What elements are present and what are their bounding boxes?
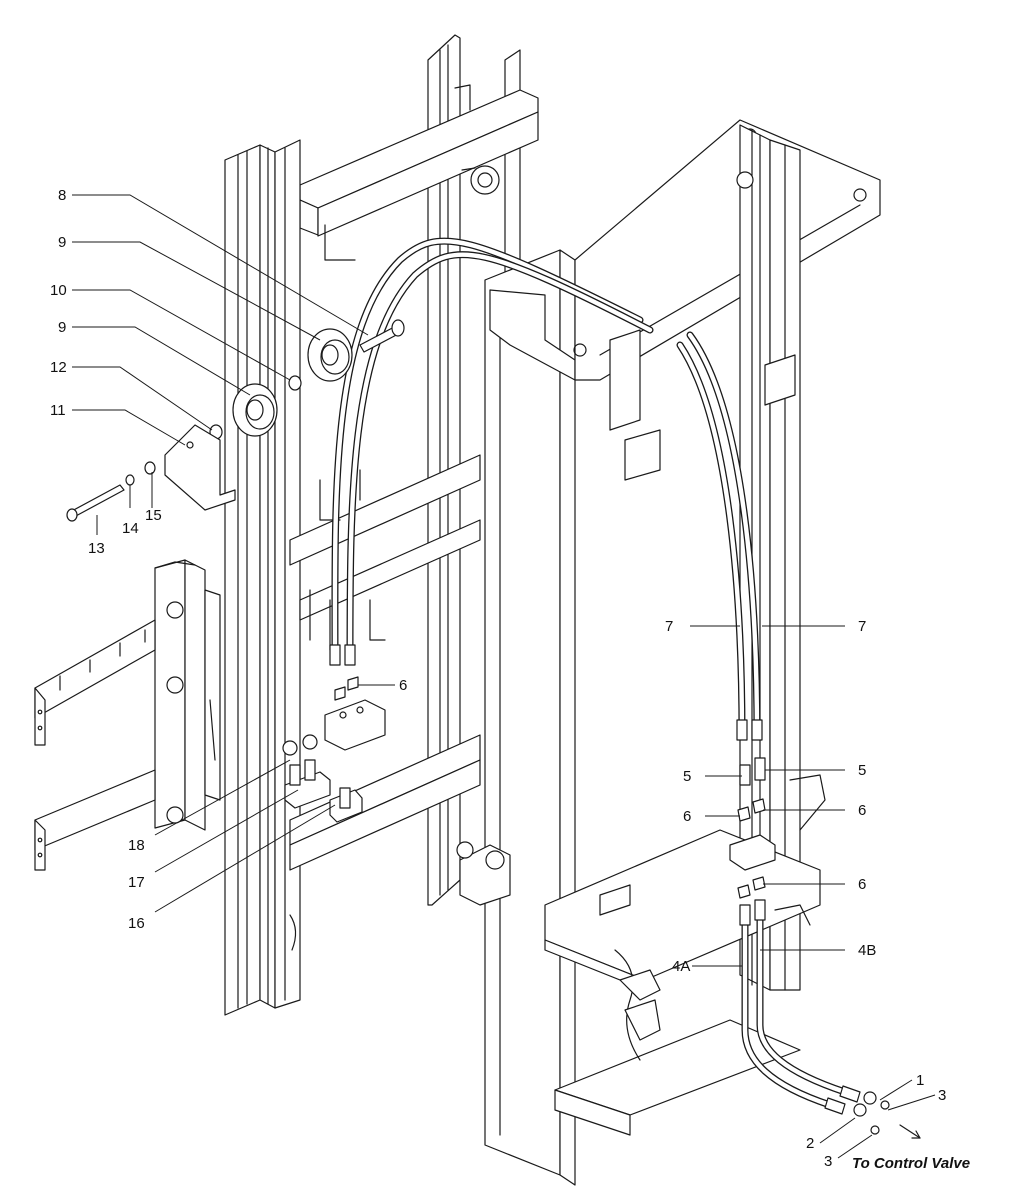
callout-6-low-right: 6 bbox=[858, 876, 866, 893]
outer-mast-left bbox=[224, 139, 301, 1016]
callout-7-left: 7 bbox=[665, 618, 673, 635]
sheave-assembly bbox=[66, 319, 405, 522]
spacer-ring bbox=[288, 375, 302, 391]
callout-14: 14 bbox=[122, 520, 139, 537]
callout-7-right: 7 bbox=[858, 618, 866, 635]
callout-5-left: 5 bbox=[683, 768, 691, 785]
callout-10: 10 bbox=[50, 282, 67, 299]
to-control-valve-label: To Control Valve bbox=[852, 1155, 970, 1172]
callout-12: 12 bbox=[50, 359, 67, 376]
mounting-bracket bbox=[164, 424, 236, 511]
right-hose-pair bbox=[676, 331, 763, 741]
chain-sheave-top bbox=[470, 165, 500, 195]
callout-6-left: 6 bbox=[399, 677, 407, 694]
callout-5-right: 5 bbox=[858, 762, 866, 779]
callout-3-upper: 3 bbox=[938, 1087, 946, 1104]
callout-16: 16 bbox=[128, 915, 145, 932]
fittings bbox=[282, 699, 921, 1139]
callout-6-mid-left: 6 bbox=[683, 808, 691, 825]
callout-6-mid-right: 6 bbox=[858, 802, 866, 819]
callout-8: 8 bbox=[58, 187, 66, 204]
flat-washer bbox=[144, 461, 156, 475]
left-hose-pair bbox=[329, 237, 654, 701]
bolt bbox=[69, 484, 125, 518]
callout-3-lower: 3 bbox=[824, 1153, 832, 1170]
leader-lines bbox=[72, 194, 936, 1159]
callout-4a: 4A bbox=[672, 958, 690, 975]
callout-labels: 8 9 10 9 12 11 13 14 15 6 18 17 16 7 7 5… bbox=[50, 187, 970, 1172]
callout-11: 11 bbox=[50, 402, 66, 419]
callout-18: 18 bbox=[128, 837, 145, 854]
lock-washer bbox=[125, 474, 135, 486]
callout-17: 17 bbox=[128, 874, 145, 891]
lower-hoses bbox=[739, 899, 861, 1115]
callout-1: 1 bbox=[916, 1072, 924, 1089]
callout-13: 13 bbox=[88, 540, 105, 557]
callout-2: 2 bbox=[806, 1135, 814, 1152]
callout-15: 15 bbox=[145, 507, 162, 524]
callout-4b: 4B bbox=[858, 942, 876, 959]
callout-9-lower: 9 bbox=[58, 319, 66, 336]
callout-9-upper: 9 bbox=[58, 234, 66, 251]
fork-carriage bbox=[34, 559, 221, 871]
